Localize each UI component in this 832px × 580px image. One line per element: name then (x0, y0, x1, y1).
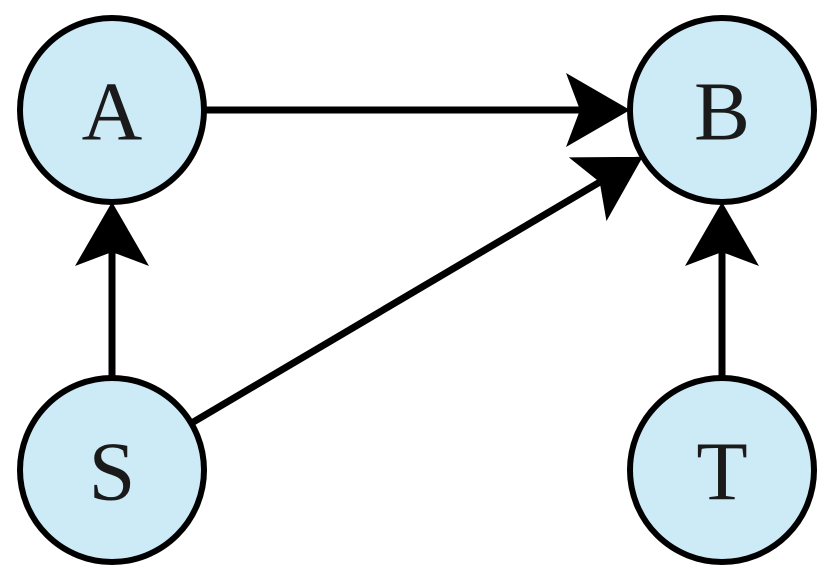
edge-s-to-a (75, 202, 149, 378)
arrowhead-icon (75, 202, 149, 266)
arrowhead-icon (568, 156, 643, 222)
node-circle (627, 15, 817, 205)
edge-a-to-b (204, 73, 630, 147)
node-label: T (696, 426, 747, 519)
edges-layer (75, 73, 759, 427)
edge-t-to-b (685, 202, 759, 378)
edge-s-to-b (189, 156, 643, 427)
node-b: B (627, 15, 817, 205)
node-label: A (82, 66, 143, 159)
node-circle (17, 15, 207, 205)
node-label: B (694, 66, 750, 159)
node-circle (17, 375, 207, 565)
arrowhead-icon (566, 73, 630, 147)
node-circle (627, 375, 817, 565)
nodes-layer: A B S T (17, 15, 817, 565)
node-a: A (17, 15, 207, 205)
node-t: T (627, 375, 817, 565)
node-label: S (89, 426, 136, 519)
edge-line (189, 179, 602, 427)
node-s: S (17, 375, 207, 565)
arrowhead-icon (685, 202, 759, 266)
